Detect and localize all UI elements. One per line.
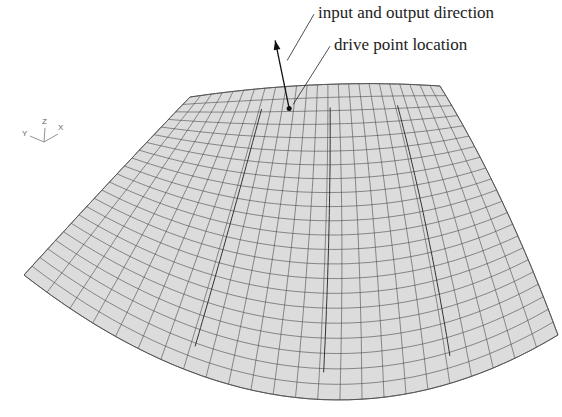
mesh-line	[24, 275, 558, 400]
leader-line	[293, 46, 330, 104]
mesh-line	[132, 158, 486, 193]
mesh-line	[102, 190, 507, 249]
axis-label: Y	[22, 130, 27, 138]
panel-edge	[24, 84, 558, 400]
mesh-line	[273, 85, 307, 394]
mesh-line	[47, 96, 201, 293]
mesh-line	[64, 232, 534, 324]
mesh-line	[410, 84, 493, 368]
mesh-line	[79, 215, 523, 293]
mesh-line	[161, 89, 255, 359]
mesh-line	[296, 85, 318, 398]
mesh-line	[71, 223, 528, 308]
feature-line	[398, 105, 450, 356]
mesh-line	[400, 84, 472, 376]
axis-line	[30, 136, 44, 142]
mesh-line	[125, 166, 492, 207]
mesh-line	[184, 88, 266, 369]
mesh-line	[169, 116, 458, 125]
mesh-line	[338, 84, 342, 400]
mesh-line	[139, 150, 480, 178]
mesh-line	[430, 85, 537, 347]
mesh-line	[117, 174, 497, 221]
mesh-line	[318, 84, 328, 399]
mesh-line	[56, 240, 539, 338]
mesh-line	[251, 86, 297, 390]
mesh-line	[190, 84, 440, 97]
mesh-line	[206, 87, 276, 377]
callout-label: drive point location	[334, 36, 467, 53]
mesh-line	[440, 86, 558, 335]
mesh-line	[359, 84, 384, 398]
axis-label: X	[58, 124, 63, 132]
mesh-line	[147, 142, 475, 164]
mesh-line	[87, 207, 518, 279]
mesh-line	[369, 84, 406, 394]
mesh-line	[94, 198, 512, 264]
mesh-line	[154, 135, 469, 152]
mesh-line	[48, 249, 544, 354]
mesh-line	[116, 91, 234, 336]
axis-label: Z	[42, 118, 47, 126]
mesh-line	[176, 106, 452, 113]
mesh-line	[40, 258, 548, 369]
arrow-head	[274, 40, 281, 50]
feature-line	[324, 108, 331, 373]
mesh-line	[420, 85, 515, 358]
axis-line	[44, 128, 45, 142]
panel-surface	[24, 84, 558, 400]
mesh-line	[183, 96, 446, 105]
feature-line	[195, 109, 262, 346]
mesh-line	[229, 87, 287, 385]
mesh-line	[161, 126, 463, 138]
leader-line	[287, 14, 314, 60]
mesh-line	[390, 84, 450, 384]
direction-arrow	[275, 40, 289, 108]
axis-line	[44, 134, 58, 142]
mesh-line	[110, 182, 503, 235]
callout-label: input and output direction	[318, 4, 494, 21]
mesh-line	[349, 84, 362, 399]
mesh-line	[32, 266, 553, 384]
